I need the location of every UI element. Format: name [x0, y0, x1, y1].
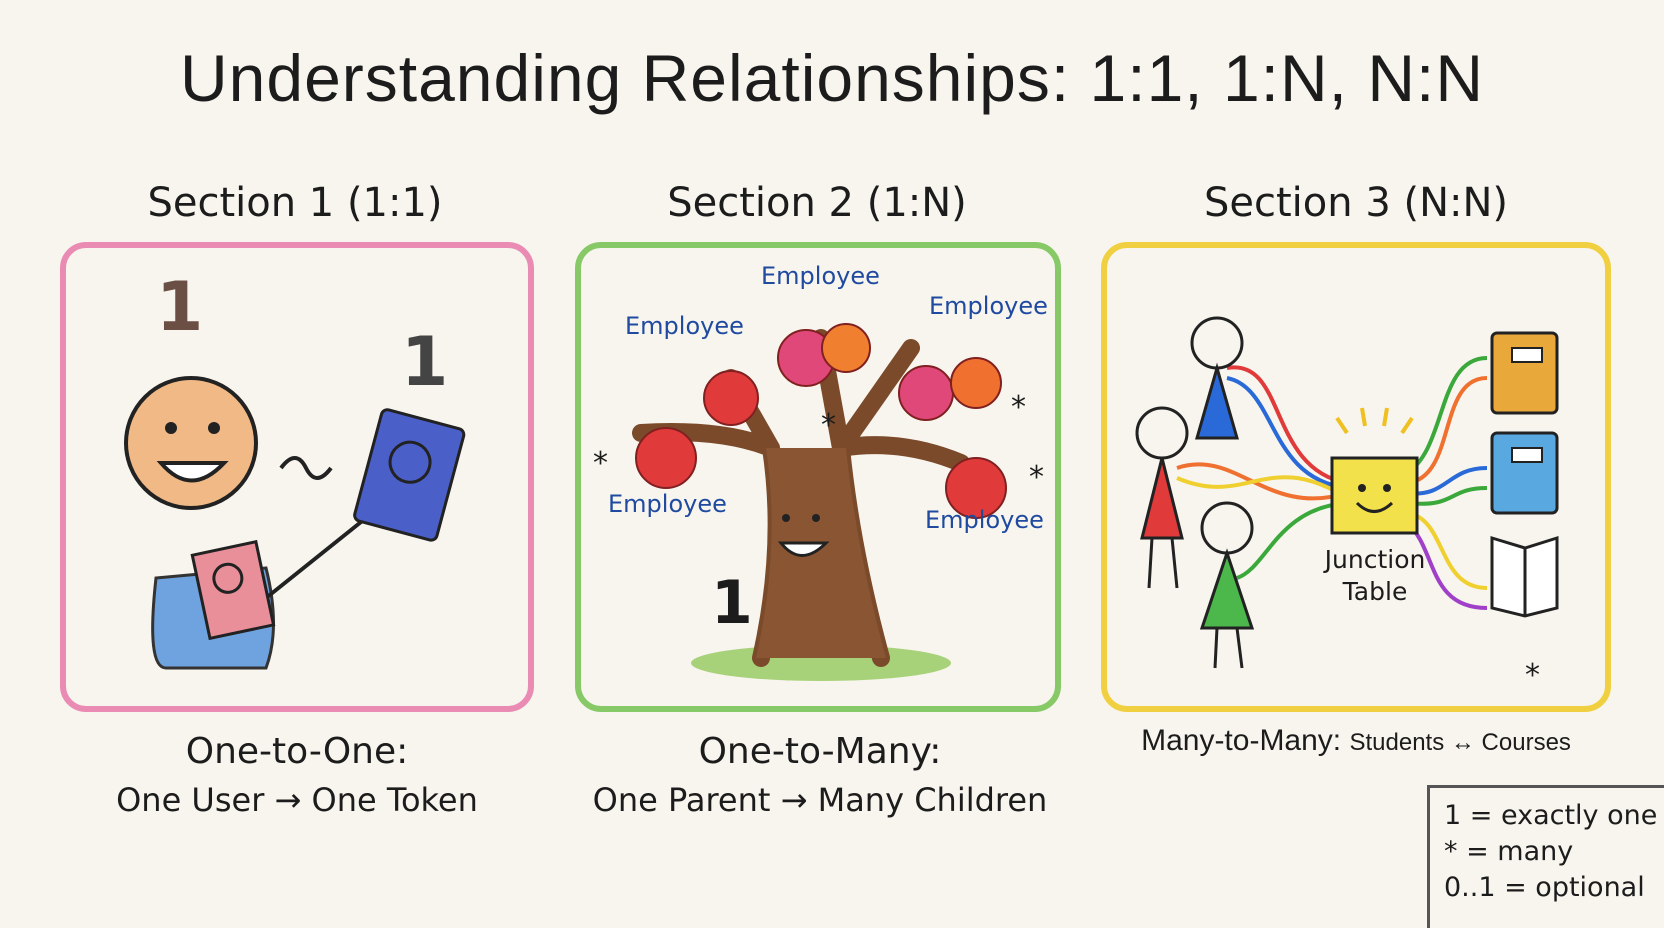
- section-1-heading: Section 1 (1:1): [147, 180, 443, 226]
- caption-title: Many-to-Many:: [1141, 724, 1342, 757]
- cardinality-many: *: [1525, 658, 1540, 693]
- tree-with-apples-illustration: [632, 323, 1007, 681]
- legend-item: 1 = exactly one: [1444, 800, 1658, 831]
- caption-example: One User → One Token: [116, 781, 478, 819]
- employee-label: Employee: [761, 262, 880, 290]
- section-2-caption: One-to-Many: One Parent → Many Children: [560, 728, 1080, 824]
- caption-title: One-to-One:: [185, 731, 409, 772]
- cardinality-many: *: [1029, 460, 1044, 495]
- employee-label: Employee: [925, 506, 1044, 534]
- junction-table-label: Junction Table: [1305, 544, 1445, 608]
- cardinality-one-token: 1: [401, 323, 449, 402]
- legend-item: 0..1 = optional: [1444, 872, 1645, 903]
- section-1-panel: 1 1: [60, 242, 534, 712]
- employee-label: Employee: [625, 312, 744, 340]
- legend-box: 1 = exactly one * = many 0..1 = optional: [1427, 785, 1664, 928]
- caption-example: One Parent → Many Children: [592, 781, 1048, 819]
- page-title: Understanding Relationships: 1:1, 1:N, N…: [180, 41, 1484, 115]
- employee-label: Employee: [929, 292, 1048, 320]
- user-with-token-illustration: [124, 376, 466, 670]
- junction-label-line2: Table: [1342, 577, 1408, 606]
- cardinality-one-user: 1: [156, 268, 204, 347]
- legend-item: * = many: [1444, 836, 1574, 867]
- section-3-heading: Section 3 (N:N): [1203, 180, 1509, 226]
- section-2-heading: Section 2 (1:N): [667, 180, 967, 226]
- cardinality-many: *: [1011, 390, 1026, 425]
- employee-label: Employee: [608, 490, 727, 518]
- cardinality-many: *: [821, 408, 836, 443]
- cardinality-many: *: [593, 446, 608, 481]
- section-3-panel: Junction Table *: [1101, 242, 1611, 712]
- junction-label-line1: Junction: [1324, 545, 1426, 574]
- students-courses-junction-illustration: [1135, 316, 1559, 669]
- section-2-panel: Employee Employee Employee Employee Empl…: [575, 242, 1061, 712]
- caption-example: Students ↔ Courses: [1349, 729, 1571, 756]
- section-3-caption: Many-to-Many: Students ↔ Courses: [1101, 724, 1611, 758]
- section-1-caption: One-to-One: One User → One Token: [60, 728, 534, 824]
- caption-title: One-to-Many:: [698, 731, 942, 772]
- cardinality-one-parent: 1: [711, 568, 753, 638]
